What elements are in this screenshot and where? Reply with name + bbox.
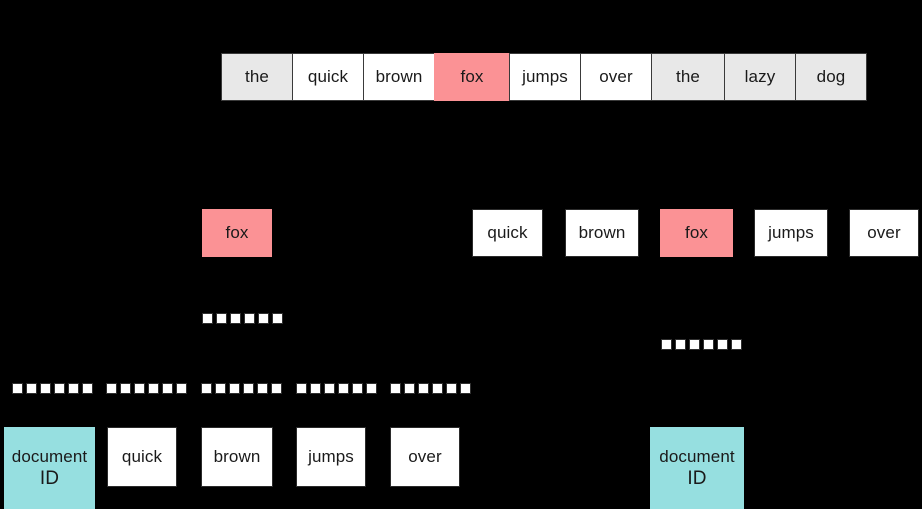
- connector-square: [731, 339, 742, 350]
- dotted-connector-posting-link-2: [106, 383, 187, 394]
- index-term-jumps-3: jumps: [754, 209, 828, 257]
- sentence-token-brown-2: brown: [363, 53, 435, 101]
- connector-square: [689, 339, 700, 350]
- sentence-token-over-5: over: [580, 53, 652, 101]
- posting-token-over-4: over: [390, 427, 460, 487]
- connector-square: [201, 383, 212, 394]
- connector-square: [404, 383, 415, 394]
- connector-square: [460, 383, 471, 394]
- sentence-token-lazy-7: lazy: [724, 53, 796, 101]
- connector-square: [352, 383, 363, 394]
- document-id-label-line1: document: [659, 446, 735, 466]
- connector-square: [432, 383, 443, 394]
- connector-square: [202, 313, 213, 324]
- index-term-over-4: over: [849, 209, 919, 257]
- posting-token-brown-2: brown: [201, 427, 273, 487]
- index-term-brown-1: brown: [565, 209, 639, 257]
- connector-square: [12, 383, 23, 394]
- connector-square: [310, 383, 321, 394]
- connector-square: [661, 339, 672, 350]
- connector-square: [229, 383, 240, 394]
- connector-square: [82, 383, 93, 394]
- connector-square: [243, 383, 254, 394]
- sentence-token-the-0: the: [221, 53, 293, 101]
- query-term-fox: fox: [202, 209, 272, 257]
- document-id-label-line2: ID: [687, 467, 707, 489]
- connector-square: [257, 383, 268, 394]
- connector-square: [703, 339, 714, 350]
- connector-square: [271, 383, 282, 394]
- connector-square: [338, 383, 349, 394]
- connector-square: [717, 339, 728, 350]
- sentence-token-the-6: the: [651, 53, 725, 101]
- connector-square: [215, 383, 226, 394]
- connector-square: [120, 383, 131, 394]
- dotted-connector-posting-link-3: [201, 383, 282, 394]
- sentence-token-dog-8: dog: [795, 53, 867, 101]
- dotted-connector-query-to-term: [202, 313, 283, 324]
- posting-token-jumps-3: jumps: [296, 427, 366, 487]
- dotted-connector-term-fox-to-posting: [661, 339, 742, 350]
- connector-square: [230, 313, 241, 324]
- connector-square: [68, 383, 79, 394]
- document-id-label-line1: document: [11, 446, 88, 466]
- connector-square: [244, 313, 255, 324]
- document-id-label-line2: ID: [39, 467, 60, 489]
- connector-square: [296, 383, 307, 394]
- connector-square: [40, 383, 51, 394]
- connector-square: [162, 383, 173, 394]
- sentence-token-fox-3: fox: [434, 53, 510, 101]
- sentence-token-quick-1: quick: [292, 53, 364, 101]
- index-term-quick-0: quick: [472, 209, 543, 257]
- connector-square: [675, 339, 686, 350]
- connector-square: [176, 383, 187, 394]
- connector-square: [272, 313, 283, 324]
- sentence-token-jumps-4: jumps: [509, 53, 581, 101]
- connector-square: [134, 383, 145, 394]
- connector-square: [26, 383, 37, 394]
- connector-square: [106, 383, 117, 394]
- posting-token-quick-1: quick: [107, 427, 177, 487]
- connector-square: [258, 313, 269, 324]
- dotted-connector-posting-link-1: [12, 383, 93, 394]
- dotted-connector-posting-link-4: [296, 383, 377, 394]
- connector-square: [390, 383, 401, 394]
- connector-square: [324, 383, 335, 394]
- index-term-fox-2: fox: [660, 209, 733, 257]
- connector-square: [216, 313, 227, 324]
- connector-square: [418, 383, 429, 394]
- dotted-connector-posting-link-5: [390, 383, 471, 394]
- connector-square: [366, 383, 377, 394]
- connector-square: [54, 383, 65, 394]
- connector-square: [148, 383, 159, 394]
- connector-square: [446, 383, 457, 394]
